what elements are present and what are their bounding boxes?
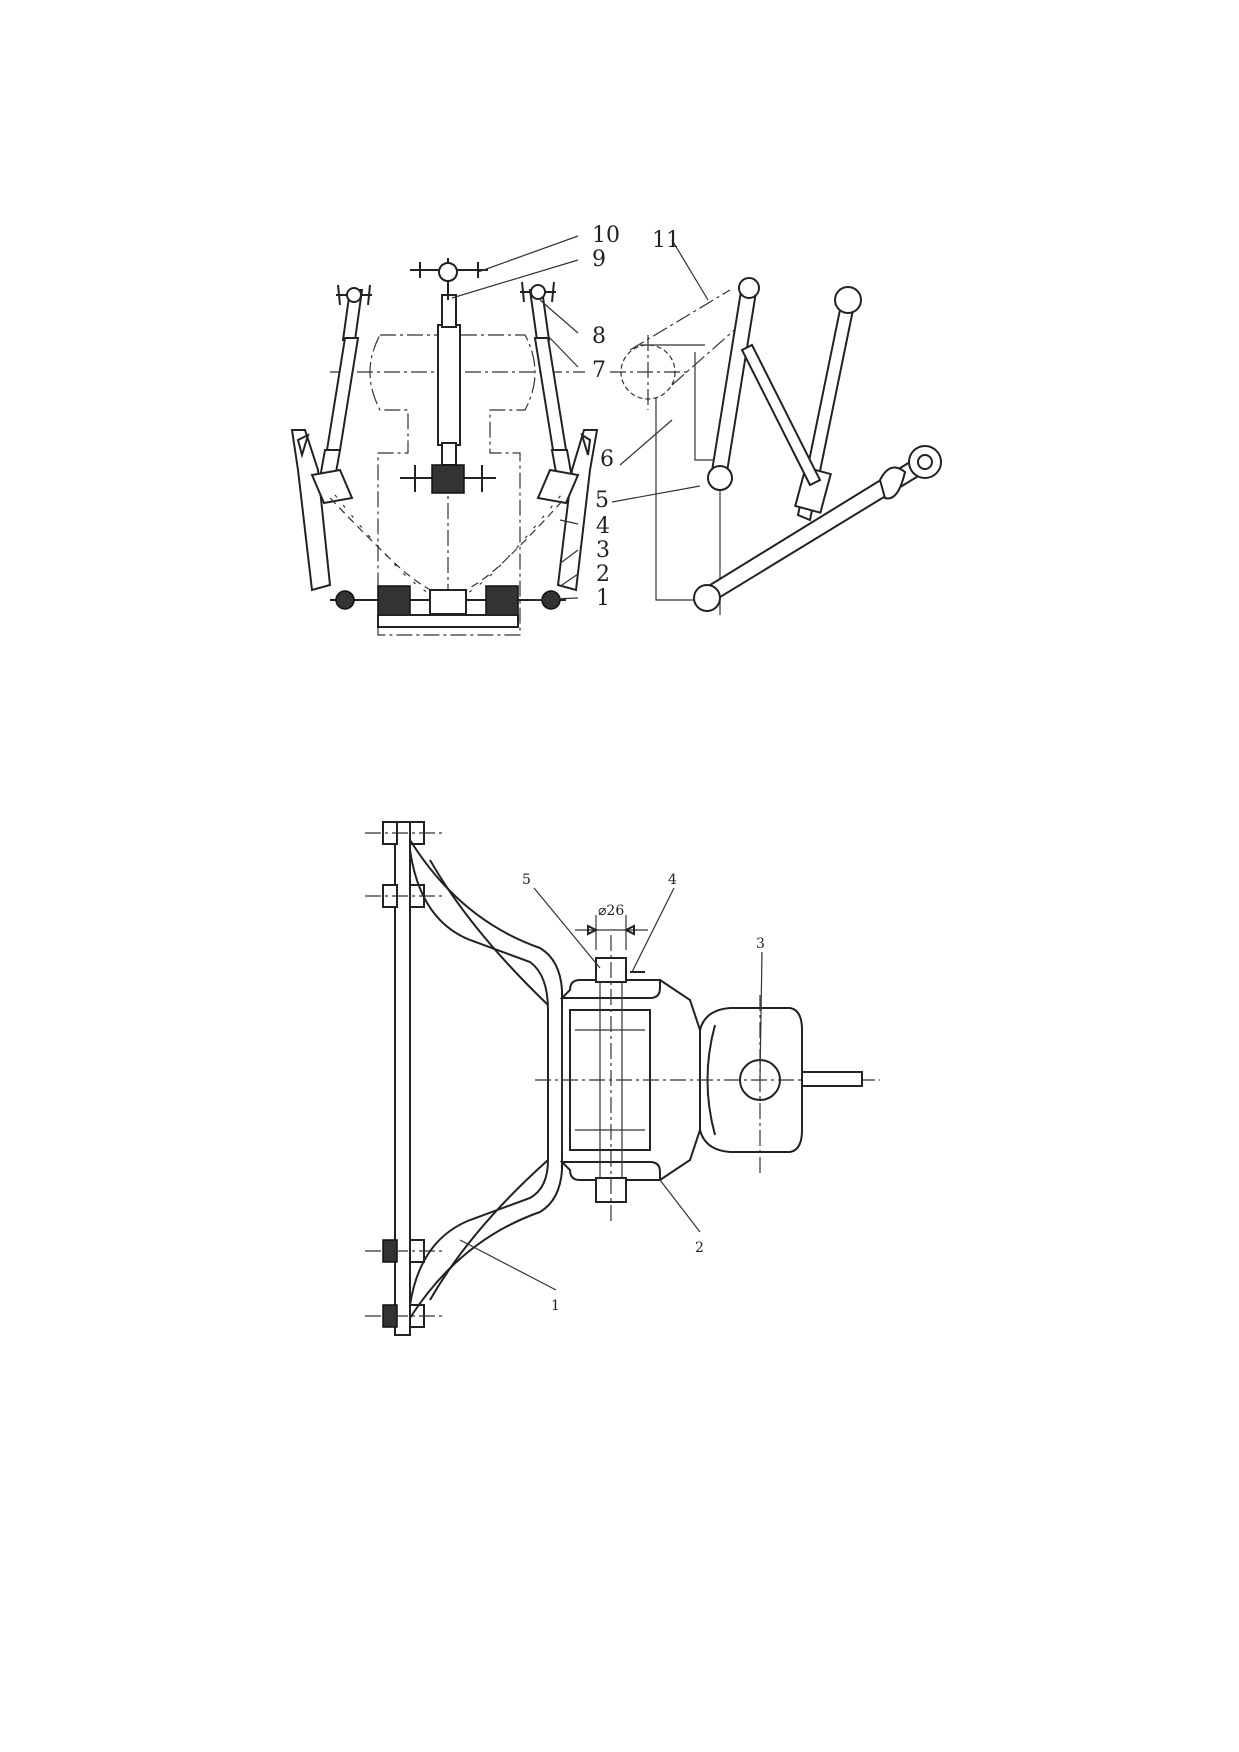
- right-lower-link: [536, 429, 599, 592]
- lower-shaft: [330, 585, 566, 628]
- callout-6: 6: [600, 447, 614, 472]
- callout-1: 1: [596, 586, 610, 611]
- left-lift-rod: [318, 284, 372, 479]
- right-lift-rod: [520, 281, 574, 479]
- callout-b4: 4: [668, 872, 677, 888]
- side-lift-rod: [740, 286, 862, 522]
- callout-7: 7: [592, 358, 606, 383]
- callout-11: 11: [652, 228, 680, 253]
- top-side-view: 11: [610, 228, 942, 615]
- top-front-view: 10 9 8 7 6 5 4 3 2 1: [290, 223, 620, 636]
- callout-4: 4: [596, 514, 610, 539]
- callout-3: 3: [596, 538, 610, 563]
- callout-10: 10: [592, 223, 620, 248]
- callout-9: 9: [592, 247, 606, 272]
- swivel-socket: [535, 995, 880, 1175]
- callout-b5: 5: [522, 872, 531, 888]
- bracket-body: [409, 839, 563, 1319]
- leader-11: [671, 239, 709, 301]
- bottom-leader-lines: [459, 887, 763, 1291]
- callout-b1: 1: [551, 1298, 560, 1314]
- bottom-bracket-drawing: ⌀26 5 4 3 2 1: [365, 821, 880, 1336]
- top-leader-lines: [451, 235, 579, 601]
- callout-2: 2: [596, 562, 610, 587]
- dimension-label: ⌀26: [598, 903, 624, 919]
- dimension-d26: ⌀26: [575, 903, 648, 950]
- callout-b2: 2: [695, 1240, 704, 1256]
- callout-5: 5: [595, 488, 609, 513]
- side-top-link: [707, 277, 760, 491]
- side-lower-link: [693, 445, 942, 612]
- top-link: [400, 258, 496, 494]
- left-lower-link: [290, 429, 354, 592]
- callout-8: 8: [592, 324, 606, 349]
- callout-b3: 3: [756, 936, 765, 952]
- mounting-plate: [365, 821, 445, 1336]
